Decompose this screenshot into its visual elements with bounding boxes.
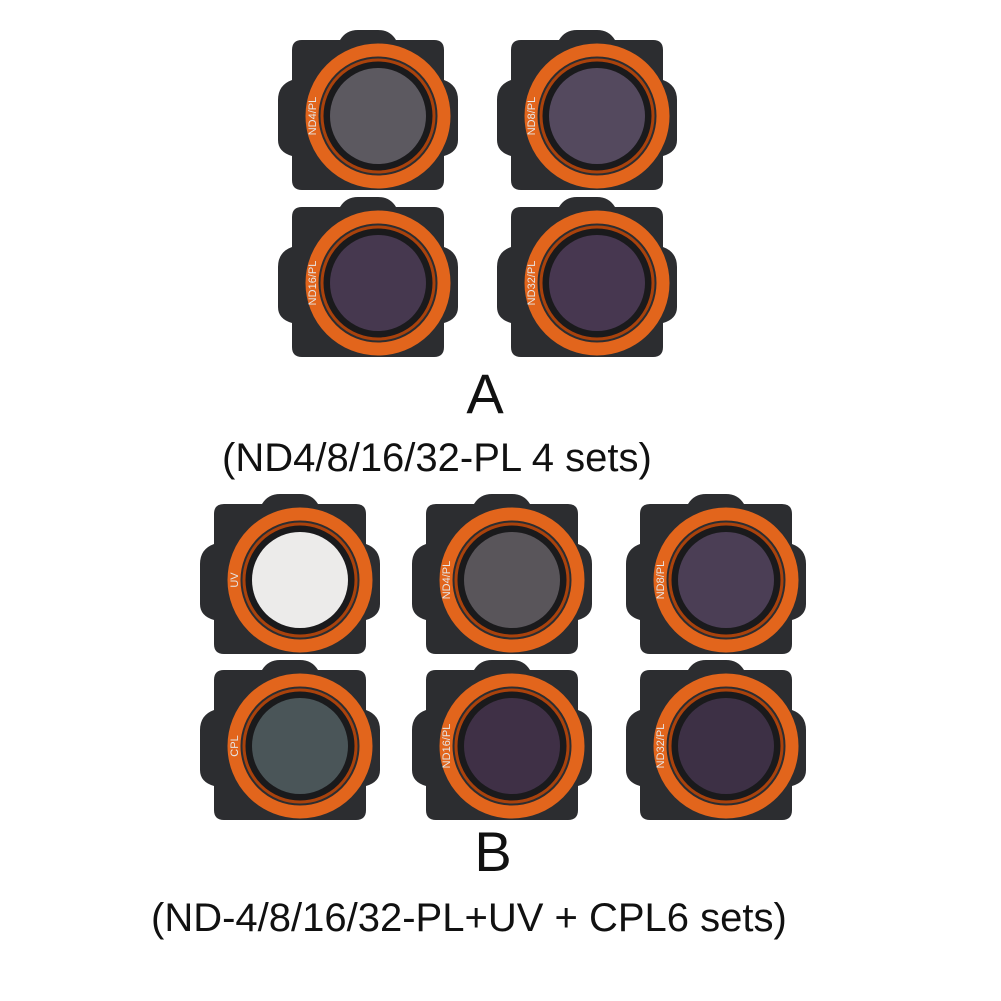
filter-lens-icon: ND4/PL: [278, 30, 458, 190]
filter-cpl-b: CPL: [200, 660, 380, 826]
set-a-caption: (ND4/8/16/32-PL 4 sets): [222, 436, 652, 480]
set-b-label: B: [474, 820, 512, 883]
filter-label: ND16/PL: [307, 261, 319, 306]
filter-lens-icon: ND32/PL: [626, 660, 806, 820]
filter-label: ND4/PL: [441, 561, 453, 600]
filter-nd4-pl-b: ND4/PL: [412, 494, 592, 660]
filter-label: ND32/PL: [655, 724, 667, 769]
filter-lens-icon: ND16/PL: [412, 660, 592, 820]
filter-lens-icon: ND4/PL: [412, 494, 592, 654]
filter-label: ND4/PL: [307, 97, 319, 136]
filter-nd32-pl-b: ND32/PL: [626, 660, 806, 826]
set-b-caption: (ND-4/8/16/32-PL+UV + CPL6 sets): [151, 896, 787, 940]
filter-label: ND16/PL: [441, 724, 453, 769]
filter-label: ND8/PL: [526, 97, 538, 136]
filter-nd8-pl-a: ND8/PL: [497, 30, 677, 196]
filter-nd16-pl-b: ND16/PL: [412, 660, 592, 826]
filter-uv-b: UV: [200, 494, 380, 660]
filter-nd32-pl-a: ND32/PL: [497, 197, 677, 363]
filter-nd8-pl-b: ND8/PL: [626, 494, 806, 660]
filter-lens-icon: ND8/PL: [626, 494, 806, 654]
filter-lens-icon: UV: [200, 494, 380, 654]
filter-lens-icon: CPL: [200, 660, 380, 820]
filter-lens-icon: ND16/PL: [278, 197, 458, 357]
filter-lens-icon: ND32/PL: [497, 197, 677, 357]
filter-label: ND8/PL: [655, 561, 667, 600]
filter-nd4-pl-a: ND4/PL: [278, 30, 458, 196]
filter-lens-icon: ND8/PL: [497, 30, 677, 190]
filter-label: CPL: [229, 735, 241, 756]
filter-label: ND32/PL: [526, 261, 538, 306]
filter-nd16-pl-a: ND16/PL: [278, 197, 458, 363]
filter-label: UV: [229, 572, 241, 588]
set-a-label: A: [466, 362, 504, 425]
